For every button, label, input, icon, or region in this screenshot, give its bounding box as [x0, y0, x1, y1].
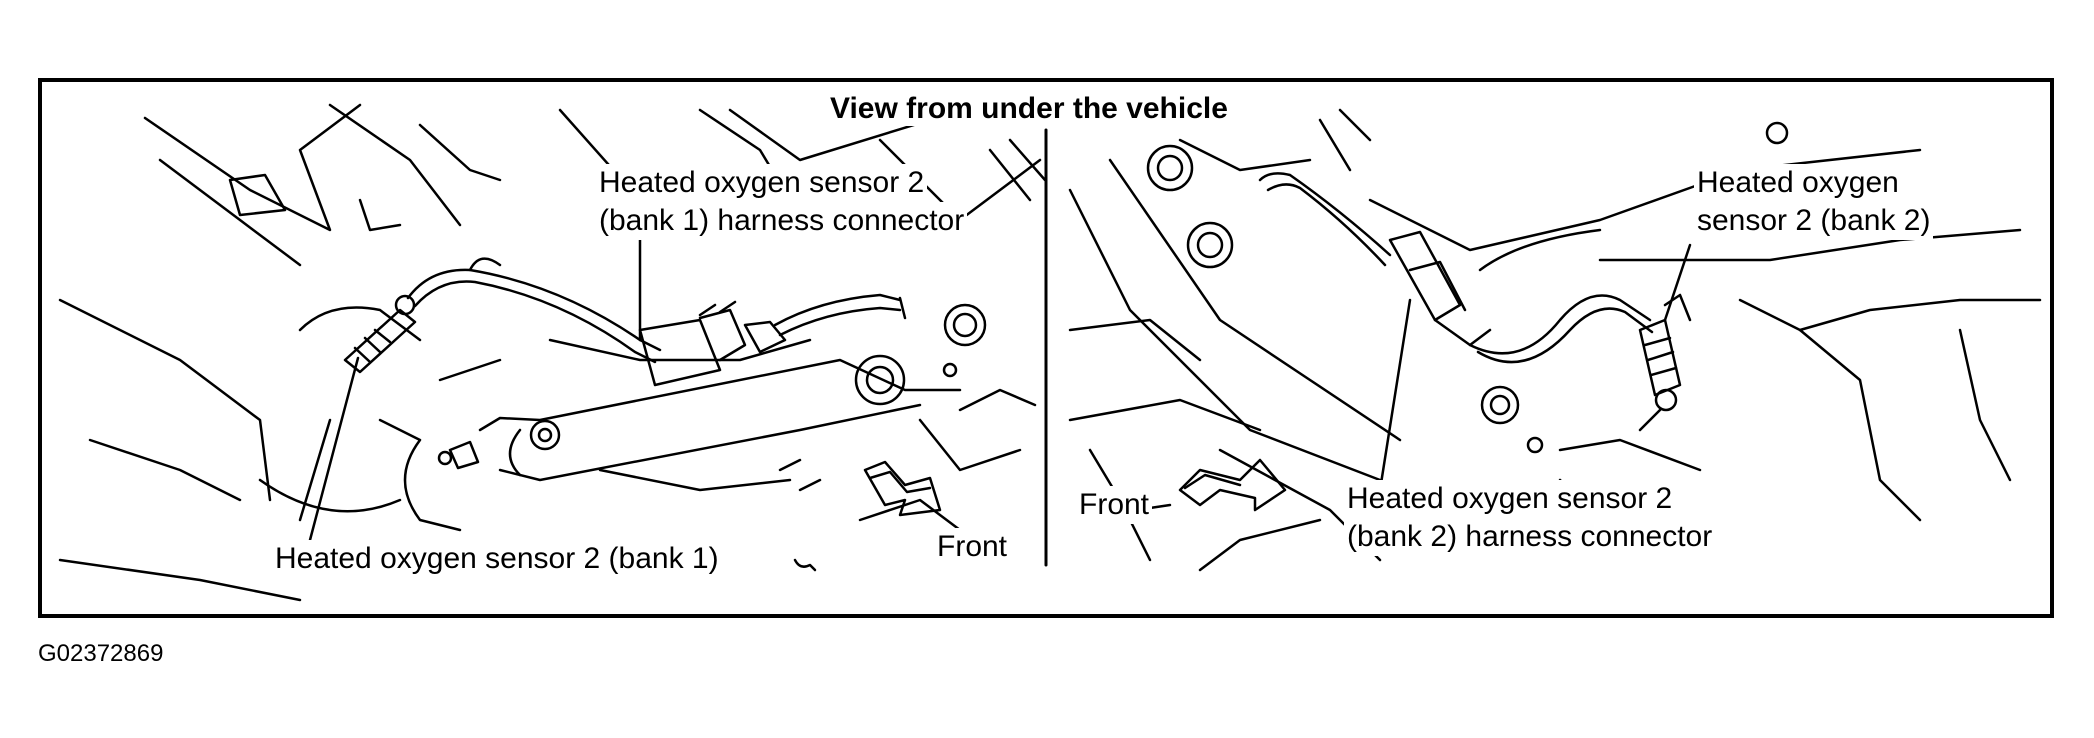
left-connector-label-line1: Heated oxygen sensor 2: [596, 164, 928, 202]
left-front-label: Front: [934, 528, 1011, 566]
right-front-label: Front: [1076, 486, 1153, 524]
illustration-frame: [38, 78, 2054, 618]
left-panel-drawing: [58, 103, 1047, 602]
right-connector-label-line2: (bank 2) harness connector: [1344, 518, 1716, 556]
figure-id: G02372869: [38, 640, 164, 667]
figure-title: View from under the vehicle: [826, 92, 1232, 126]
right-sensor-label-line1: Heated oxygen: [1694, 164, 1902, 202]
right-connector-label-line1: Heated oxygen sensor 2: [1344, 480, 1676, 518]
left-connector-label-line2: (bank 1) harness connector: [596, 202, 968, 240]
left-sensor-label: Heated oxygen sensor 2 (bank 1): [272, 540, 722, 578]
right-sensor-label-line2: sensor 2 (bank 2): [1694, 202, 1934, 240]
